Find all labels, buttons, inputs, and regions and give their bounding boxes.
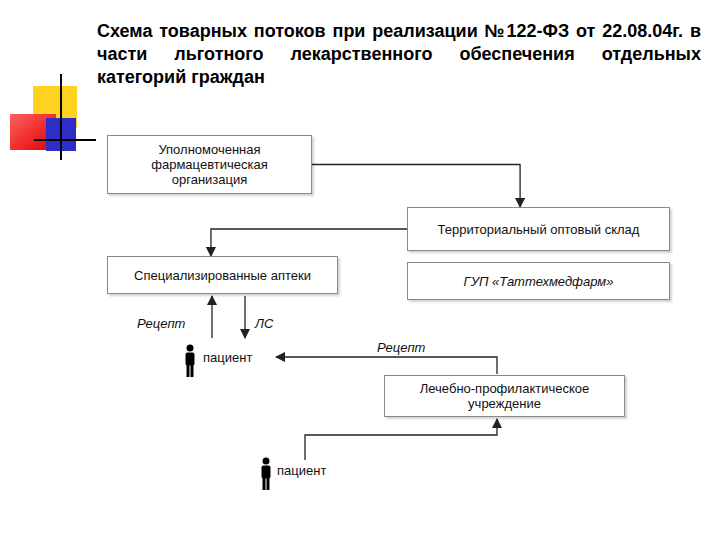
patient-icon bbox=[262, 458, 271, 491]
process-box: Специализированные аптеки bbox=[107, 256, 338, 294]
flow-label: пациент bbox=[203, 350, 252, 365]
box-text: Уполномоченная фармацевтическая организа… bbox=[108, 142, 311, 187]
process-box: Территориальный оптовый склад bbox=[407, 207, 670, 251]
process-box: Лечебно-профилактическое учреждение bbox=[384, 375, 625, 417]
flow-arrow bbox=[211, 229, 407, 256]
process-box: Уполномоченная фармацевтическая организа… bbox=[107, 135, 312, 194]
corner-squares bbox=[10, 74, 96, 160]
box-text: Территориальный оптовый склад bbox=[432, 222, 646, 237]
flow-label: Рецепт bbox=[137, 316, 185, 331]
process-box: ГУП «Таттехмедфарм» bbox=[407, 262, 670, 300]
flow-arrow bbox=[312, 165, 520, 208]
box-text: ГУП «Таттехмедфарм» bbox=[458, 274, 620, 289]
box-text: Лечебно-профилактическое учреждение bbox=[385, 381, 624, 411]
slide-title: Схема товарных потоков при реализации №1… bbox=[97, 20, 701, 89]
patient-icon bbox=[186, 345, 195, 378]
flow-label: Рецепт bbox=[377, 340, 425, 355]
flow-label: пациент bbox=[277, 463, 326, 478]
flow-label: ЛС bbox=[255, 316, 273, 331]
box-text: Специализированные аптеки bbox=[128, 268, 317, 283]
